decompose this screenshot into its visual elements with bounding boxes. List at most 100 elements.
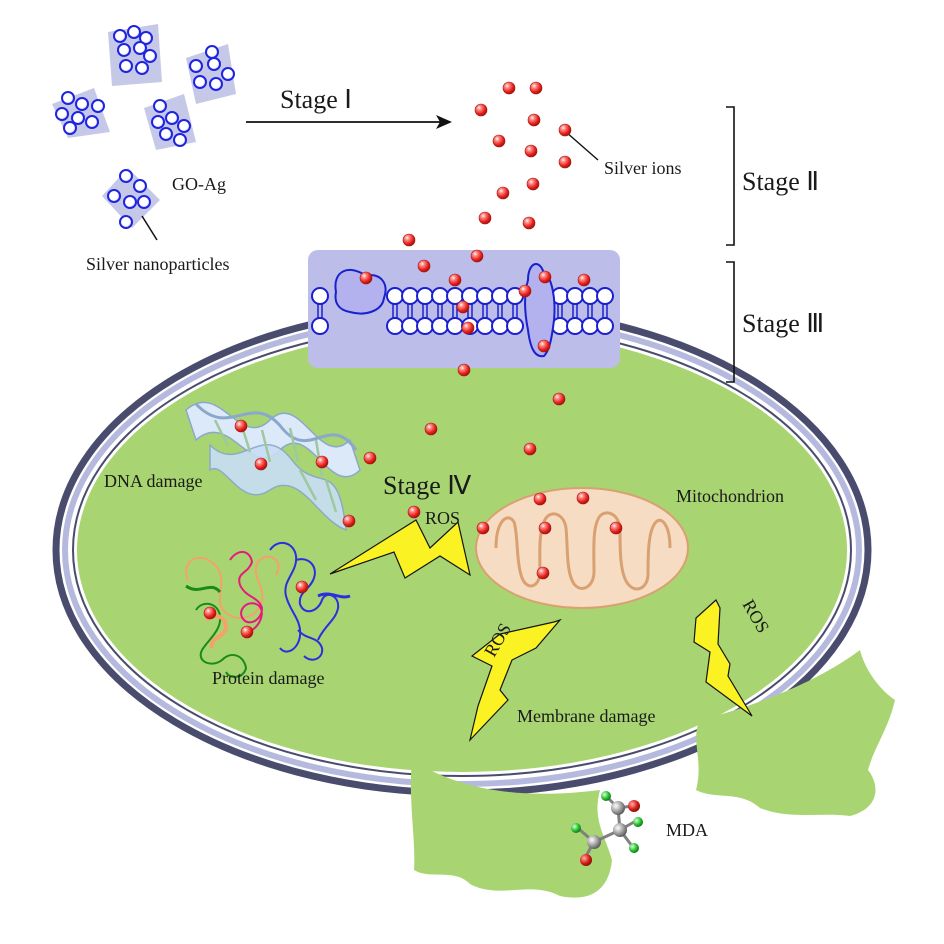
silver-ion	[552, 392, 566, 406]
silver-nanoparticles-label: Silver nanoparticles	[86, 254, 229, 274]
mitochondrion-label: Mitochondrion	[676, 486, 784, 506]
silver-nanoparticle	[61, 91, 75, 105]
silver-ion	[576, 491, 590, 505]
silver-ion	[402, 233, 416, 247]
silver-ion	[203, 606, 217, 620]
lipid-head	[401, 317, 419, 335]
silver-ion	[558, 155, 572, 169]
lipid-head	[311, 317, 329, 335]
silver-nanoparticle	[119, 169, 133, 183]
silver-ion	[529, 81, 543, 95]
lipid-head	[506, 317, 524, 335]
silver-nanoparticle	[143, 49, 157, 63]
go-sheet	[186, 44, 236, 104]
labels: Stage Ⅰ Stage Ⅱ Stage Ⅲ Stage Ⅳ GO-Ag Si…	[86, 85, 824, 840]
dna-damage-label: DNA damage	[104, 471, 202, 491]
silver-nanoparticle	[159, 127, 173, 141]
mda-molecule	[571, 791, 643, 866]
silver-nanoparticle	[189, 59, 203, 73]
silver-nanoparticle	[165, 111, 179, 125]
silver-nanoparticle	[127, 25, 141, 39]
protein-damage-label: Protein damage	[212, 668, 324, 688]
silver-ion	[457, 363, 471, 377]
stage1-arrow	[246, 115, 452, 129]
silver-ion	[492, 134, 506, 148]
silver-ions-label: Silver ions	[604, 158, 682, 178]
silver-ion	[533, 492, 547, 506]
silver-nanoparticle	[209, 77, 223, 91]
lipid-head	[566, 287, 584, 305]
silver-ion	[523, 442, 537, 456]
silver-nanoparticle	[151, 115, 165, 129]
silver-nanoparticle	[113, 29, 127, 43]
transmembrane-protein	[524, 263, 556, 358]
silver-nanoparticle	[135, 61, 149, 75]
lipid-head	[416, 317, 434, 335]
silver-ion	[254, 457, 268, 471]
lipid-head	[431, 317, 449, 335]
silver-ion	[502, 81, 516, 95]
silver-nanoparticle	[173, 133, 187, 147]
silver-ion	[609, 521, 623, 535]
membrane-damage-label: Membrane damage	[517, 706, 655, 726]
silver-ion	[577, 273, 591, 287]
silver-ion	[315, 455, 329, 469]
lipid-head	[581, 287, 599, 305]
silver-nanoparticle	[117, 43, 131, 57]
silver-ion	[474, 103, 488, 117]
bolt-membrane-right	[693, 599, 753, 717]
silver-nanoparticle	[207, 57, 221, 71]
silver-ion	[417, 259, 431, 273]
lipid-head	[446, 317, 464, 335]
go-ag-label: GO-Ag	[172, 174, 226, 194]
silver-nanoparticle	[133, 179, 147, 193]
mitochondrion	[475, 487, 689, 609]
lipid-head	[596, 317, 614, 335]
silver-nanoparticle	[55, 107, 69, 121]
silver-nanoparticle	[119, 59, 133, 73]
stage2-label: Stage Ⅱ	[742, 167, 819, 196]
silver-nanoparticle	[193, 75, 207, 89]
silver-ion	[518, 284, 532, 298]
mda-label: MDA	[666, 820, 708, 840]
lightning-bolts	[329, 519, 753, 743]
go-ag-clusters	[52, 24, 236, 229]
silver-nanoparticle	[75, 97, 89, 111]
stage-brackets	[726, 106, 735, 383]
lipid-head	[431, 287, 449, 305]
silver-nanoparticle	[123, 195, 137, 209]
stage4-label: Stage Ⅳ	[383, 471, 471, 500]
lipid-head	[311, 287, 329, 305]
silver-ion	[478, 211, 492, 225]
silver-nanoparticle	[177, 119, 191, 133]
silver-nanoparticle	[119, 215, 133, 229]
lipid-bilayer	[311, 287, 614, 335]
silver-ion	[461, 321, 475, 335]
silver-ion	[448, 273, 462, 287]
silver-ions	[203, 81, 623, 639]
silver-ion	[558, 123, 572, 137]
silver-ion	[476, 521, 490, 535]
silver-ion	[524, 144, 538, 158]
silver-ion	[424, 422, 438, 436]
silver-nanoparticle	[71, 111, 85, 125]
silver-nanoparticle	[205, 45, 219, 59]
lipid-head	[581, 317, 599, 335]
silver-ion	[470, 249, 484, 263]
silver-nanoparticle	[91, 99, 105, 113]
lipid-head	[416, 287, 434, 305]
silver-ion	[496, 186, 510, 200]
silver-nanoparticle	[139, 31, 153, 45]
stage1-label: Stage Ⅰ	[280, 85, 352, 114]
silver-nanoparticle	[107, 189, 121, 203]
silver-nanoparticle	[133, 41, 147, 55]
silver-ion	[456, 300, 470, 314]
bolt-to-dna	[329, 519, 471, 579]
silver-ion	[363, 451, 377, 465]
silver-ions-pointer	[565, 131, 599, 161]
stage3-label: Stage Ⅲ	[742, 309, 824, 338]
silver-nanoparticle	[63, 121, 77, 135]
silver-ion	[295, 580, 309, 594]
lipid-head	[491, 287, 509, 305]
